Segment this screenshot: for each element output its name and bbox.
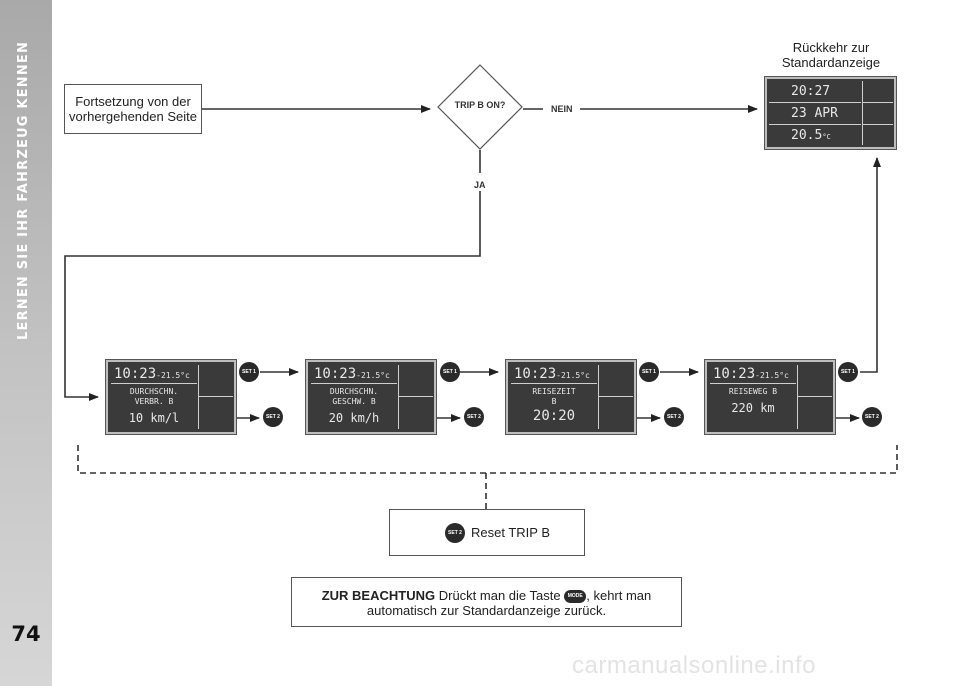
display-screen-2: 10:23-21.5°c DURCHSCHN. GESCHW. B 20 km/… xyxy=(305,359,437,435)
display-screen-1: 10:23-21.5°c DURCHSCHN. VERBR. B 10 km/l xyxy=(105,359,237,435)
set1-button[interactable]: SET 1 xyxy=(239,362,259,382)
note-heading: ZUR BEACHTUNG xyxy=(321,588,436,603)
set2-button[interactable]: SET 2 xyxy=(862,407,882,427)
arrow-screen4-to-standard xyxy=(860,157,881,373)
set2-button[interactable]: SET 2 xyxy=(664,407,684,427)
return-label: Rückkehr zur Standardanzeige xyxy=(781,40,881,70)
standard-time: 20:27 xyxy=(769,81,861,103)
dashed-bracket xyxy=(77,445,898,474)
set1-button[interactable]: SET 1 xyxy=(838,362,858,382)
screen-temp: -21.5°c xyxy=(356,371,390,380)
screen-line1: DURCHSCHN. xyxy=(329,387,379,396)
sidebar: LERNEN SIE IHR FAHRZEUG KENNEN 74 xyxy=(0,0,52,686)
set1-button[interactable]: SET 1 xyxy=(639,362,659,382)
standard-display: 20:27 23 APR 20.5°C xyxy=(764,76,897,150)
reset-box: SET 2 Reset TRIP B xyxy=(389,509,585,556)
display-screen-3: 10:23-21.5°c REISEZEIT B 20:20 xyxy=(505,359,637,435)
screen-line2: GESCHW. B xyxy=(332,397,376,406)
screen-line1: REISEWEG B xyxy=(728,387,778,396)
standard-temp: 20.5°C xyxy=(791,128,831,143)
screen-temp: -21.5°c xyxy=(556,371,590,380)
no-label: NEIN xyxy=(551,104,573,114)
watermark: carmanualsonline.info xyxy=(572,652,816,679)
screen-time: 10:23 xyxy=(713,366,756,382)
screen-value: 220 km xyxy=(731,401,775,415)
reset-text: Reset TRIP B xyxy=(471,525,550,540)
mode-button[interactable]: MODE xyxy=(564,590,587,604)
page-number: 74 xyxy=(11,622,41,646)
set2-button[interactable]: SET 2 xyxy=(464,407,484,427)
note-line2: automatisch zur Standardanzeige zurück. xyxy=(366,603,607,619)
screen-value: 20:20 xyxy=(532,408,576,424)
set2-button[interactable]: SET 2 xyxy=(263,407,283,427)
screen-value: 20 km/h xyxy=(328,411,380,425)
note-before: Drückt man die Taste xyxy=(438,588,561,603)
decision-label: TRIP B ON? xyxy=(454,100,506,110)
screen-line1: REISEZEIT xyxy=(532,387,576,396)
decision-diamond xyxy=(437,64,523,150)
start-box: Fortsetzung von der vorhergehenden Seite xyxy=(64,84,202,134)
display-screen-4: 10:23-21.5°c REISEWEG B 220 km xyxy=(704,359,836,435)
screen-time: 10:23 xyxy=(114,366,157,382)
screen-time: 10:23 xyxy=(514,366,557,382)
screen-line2: B xyxy=(551,397,557,406)
line-ja-path xyxy=(64,191,481,401)
screen-line2: VERBR. B xyxy=(134,397,174,406)
note-box: ZUR BEACHTUNG Drückt man die Taste MODE,… xyxy=(291,577,682,627)
standard-date: 23 APR xyxy=(769,103,861,125)
set2-button[interactable]: SET 2 xyxy=(445,523,465,543)
screen-temp: -21.5°c xyxy=(156,371,190,380)
screen-line1: DURCHSCHN. xyxy=(129,387,179,396)
screen-value: 10 km/l xyxy=(128,411,180,425)
yes-label: JA xyxy=(474,180,486,190)
screen-time: 10:23 xyxy=(314,366,357,382)
set1-button[interactable]: SET 1 xyxy=(440,362,460,382)
screen-temp: -21.5°c xyxy=(755,371,789,380)
note-after: , kehrt man xyxy=(586,588,652,603)
